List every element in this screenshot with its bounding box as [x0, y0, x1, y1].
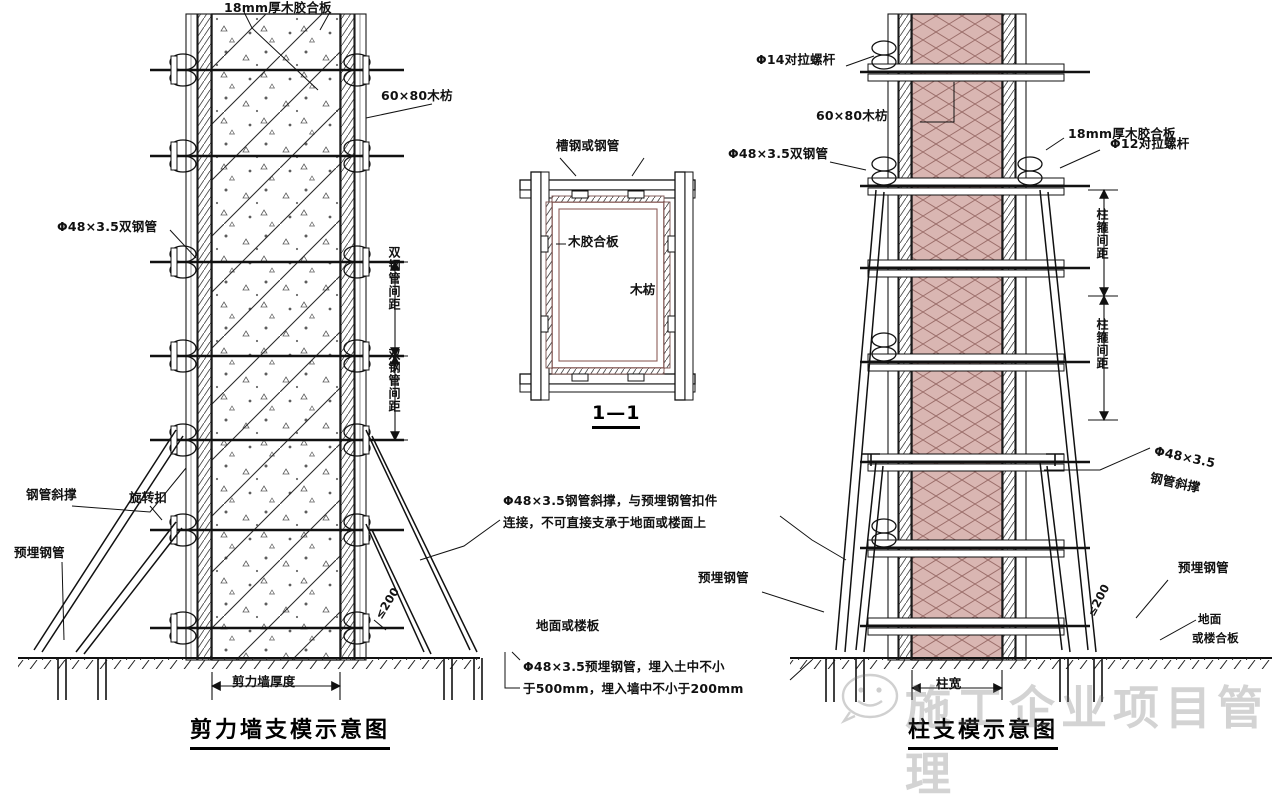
label-timber-left: 60×80木枋 [381, 88, 453, 103]
label-plywood-left: 18mm厚木胶合板 [224, 0, 332, 15]
left-tie-levels [150, 53, 404, 645]
label-ground-or-slab-line2: 或楼合板 [1192, 631, 1239, 645]
label-swivel-clamp: 旋转扣 [129, 490, 168, 505]
label-pipe-spacing-upper: 双钢管间距 [387, 246, 401, 311]
label-hoop-spacing-lower: 柱箍间距 [1095, 318, 1109, 370]
label-embedded-pipe-left: 预埋钢管 [14, 545, 65, 560]
label-pipe-spacing-lower: 双钢管间距 [387, 348, 401, 413]
annotation-brace-note-line2: 连接，不可直接支承于地面或楼面上 [503, 515, 707, 530]
label-pipe-brace-left: 钢管斜撑 [26, 487, 77, 502]
label-double-pipe-left: Φ48×3.5双钢管 [57, 219, 158, 234]
label-timber-center: 木枋 [630, 282, 656, 297]
left-diagram-title: 剪力墙支模示意图 [190, 712, 391, 750]
right-hoop-levels [860, 40, 1090, 636]
drawing-vector-layer [18, 11, 1272, 702]
annotation-ground-label: 地面或楼板 [536, 618, 600, 633]
left-braces [33, 429, 184, 655]
label-column-width: 柱宽 [936, 676, 962, 691]
annotation-center-embedded-pipe: 预埋钢管 [698, 570, 749, 585]
center-section-group [519, 157, 696, 401]
label-channel-or-pipe: 槽钢或钢管 [556, 138, 620, 153]
label-embedded-pipe-right: 预埋钢管 [1178, 560, 1229, 575]
label-timber-right: 60×80木枋 [816, 108, 888, 123]
label-plywood-center: 木胶合板 [568, 234, 619, 249]
label-tie-rod-14: Φ14对拉螺杆 [756, 52, 836, 67]
left-shearwall-group [18, 11, 483, 700]
right-diagram-title: 柱支模示意图 [908, 712, 1059, 750]
annotation-leaders [419, 515, 847, 689]
label-tie-rod-12: Φ12对拉螺杆 [1110, 136, 1190, 151]
annotation-embed-note-line2: 于500mm，埋入墙中不小于200mm [523, 681, 744, 696]
label-ground-or-slab-line1: 地面 [1198, 612, 1222, 626]
center-section-title: 1—1 [592, 402, 641, 429]
label-hoop-spacing-upper: 柱箍间距 [1095, 208, 1109, 260]
label-wall-thickness: 剪力墙厚度 [232, 674, 296, 689]
annotation-embed-note-line1: Φ48×3.5预埋钢管，埋入土中不小 [523, 659, 725, 674]
label-plywood-right: 18mm厚木胶合板 [1068, 126, 1176, 141]
drawing-canvas: 18mm厚木胶合板 60×80木枋 Φ48×3.5双钢管 钢管斜撑 旋转扣 预埋… [14, 0, 1272, 801]
label-double-pipe-right: Φ48×3.5双钢管 [728, 146, 829, 161]
annotation-brace-note-line1: Φ48×3.5钢管斜撑，与预埋钢管扣件 [503, 493, 718, 508]
right-column-group [761, 13, 1272, 702]
